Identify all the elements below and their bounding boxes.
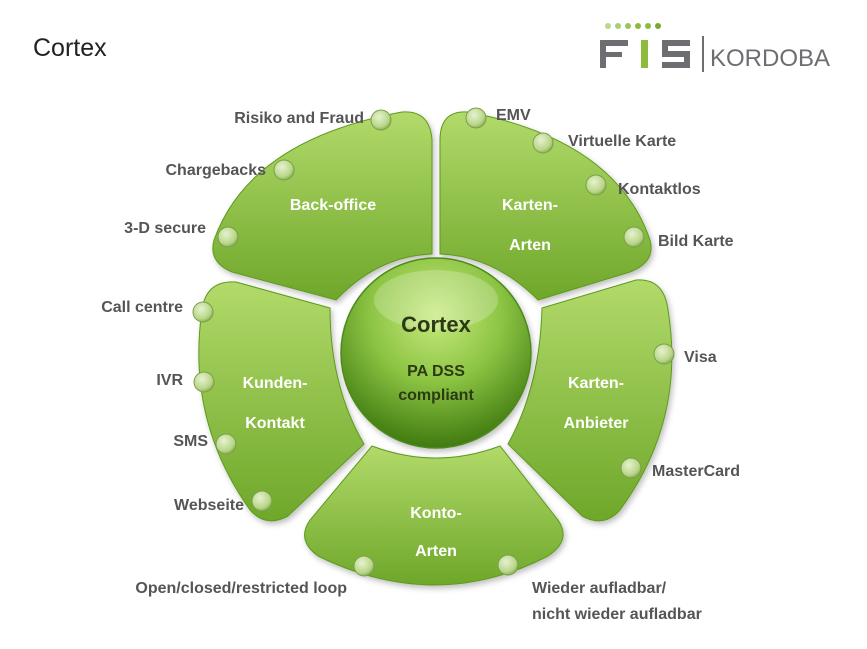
segment-back-office xyxy=(212,111,433,301)
label-3d-secure: 3-D secure xyxy=(124,220,206,237)
segment-label-karten-anbieter-1: Karten- xyxy=(568,375,624,392)
logo-fis-letters xyxy=(600,40,690,68)
dot-visa xyxy=(653,343,675,365)
label-open-closed-loop: Open/closed/restricted loop xyxy=(135,580,347,597)
center-title: Cortex xyxy=(401,312,471,337)
dot-bild-karte xyxy=(623,226,645,248)
dot-call-centre xyxy=(192,301,214,323)
label-call-centre: Call centre xyxy=(101,299,183,316)
dot-wieder-aufladbar xyxy=(497,554,519,576)
segment-label-kunden-kontakt-2: Kontakt xyxy=(245,415,305,432)
segment-label-karten-arten-2: Arten xyxy=(509,237,551,254)
segment-label-konto-arten-2: Arten xyxy=(415,543,457,560)
segment-label-karten-arten-1: Karten- xyxy=(502,197,558,214)
label-emv: EMV xyxy=(496,107,531,124)
dot-virtuelle-karte xyxy=(532,132,554,154)
segment-label-back-office: Back-office xyxy=(290,197,376,214)
label-wieder-aufladbar-2: nicht wieder aufladbar xyxy=(532,606,702,623)
dot-sms xyxy=(215,433,237,455)
label-ivr: IVR xyxy=(156,372,183,389)
dot-chargebacks xyxy=(273,159,295,181)
dot-kontaktlos xyxy=(585,174,607,196)
dot-open-loop xyxy=(353,555,375,577)
label-visa: Visa xyxy=(684,349,717,366)
label-bild-karte: Bild Karte xyxy=(658,233,734,250)
dot-3d-secure xyxy=(217,226,239,248)
center-circle xyxy=(340,257,532,449)
fis-kordoba-logo: KORDOBA xyxy=(600,23,830,72)
dot-webseite xyxy=(251,490,273,512)
logo-dots xyxy=(605,23,661,29)
label-webseite: Webseite xyxy=(174,497,244,514)
segment-konto-arten xyxy=(304,445,564,586)
segment-label-konto-arten-1: Konto- xyxy=(410,505,462,522)
logo-kordoba-text: KORDOBA xyxy=(710,45,830,72)
dot-ivr xyxy=(193,371,215,393)
label-risiko: Risiko and Fraud xyxy=(234,110,364,127)
dot-emv xyxy=(465,107,487,129)
label-sms: SMS xyxy=(173,433,208,450)
logo-divider xyxy=(702,36,704,72)
center-line-2: compliant xyxy=(398,387,474,404)
center-highlight xyxy=(374,270,498,330)
center-line-1: PA DSS xyxy=(407,363,465,380)
segment-label-kunden-kontakt-1: Kunden- xyxy=(243,375,308,392)
segment-karten-arten xyxy=(439,111,652,301)
label-virtuelle-karte: Virtuelle Karte xyxy=(568,133,676,150)
label-chargebacks: Chargebacks xyxy=(166,162,267,179)
label-mastercard: MasterCard xyxy=(652,463,740,480)
dot-risiko xyxy=(370,109,392,131)
segment-label-karten-anbieter-2: Anbieter xyxy=(564,415,629,432)
page-title: Cortex xyxy=(33,34,107,62)
label-wieder-aufladbar-1: Wieder aufladbar/ xyxy=(532,580,667,597)
segment-karten-anbieter xyxy=(507,279,673,522)
dot-mastercard xyxy=(620,457,642,479)
label-kontaktlos: Kontaktlos xyxy=(618,181,701,198)
